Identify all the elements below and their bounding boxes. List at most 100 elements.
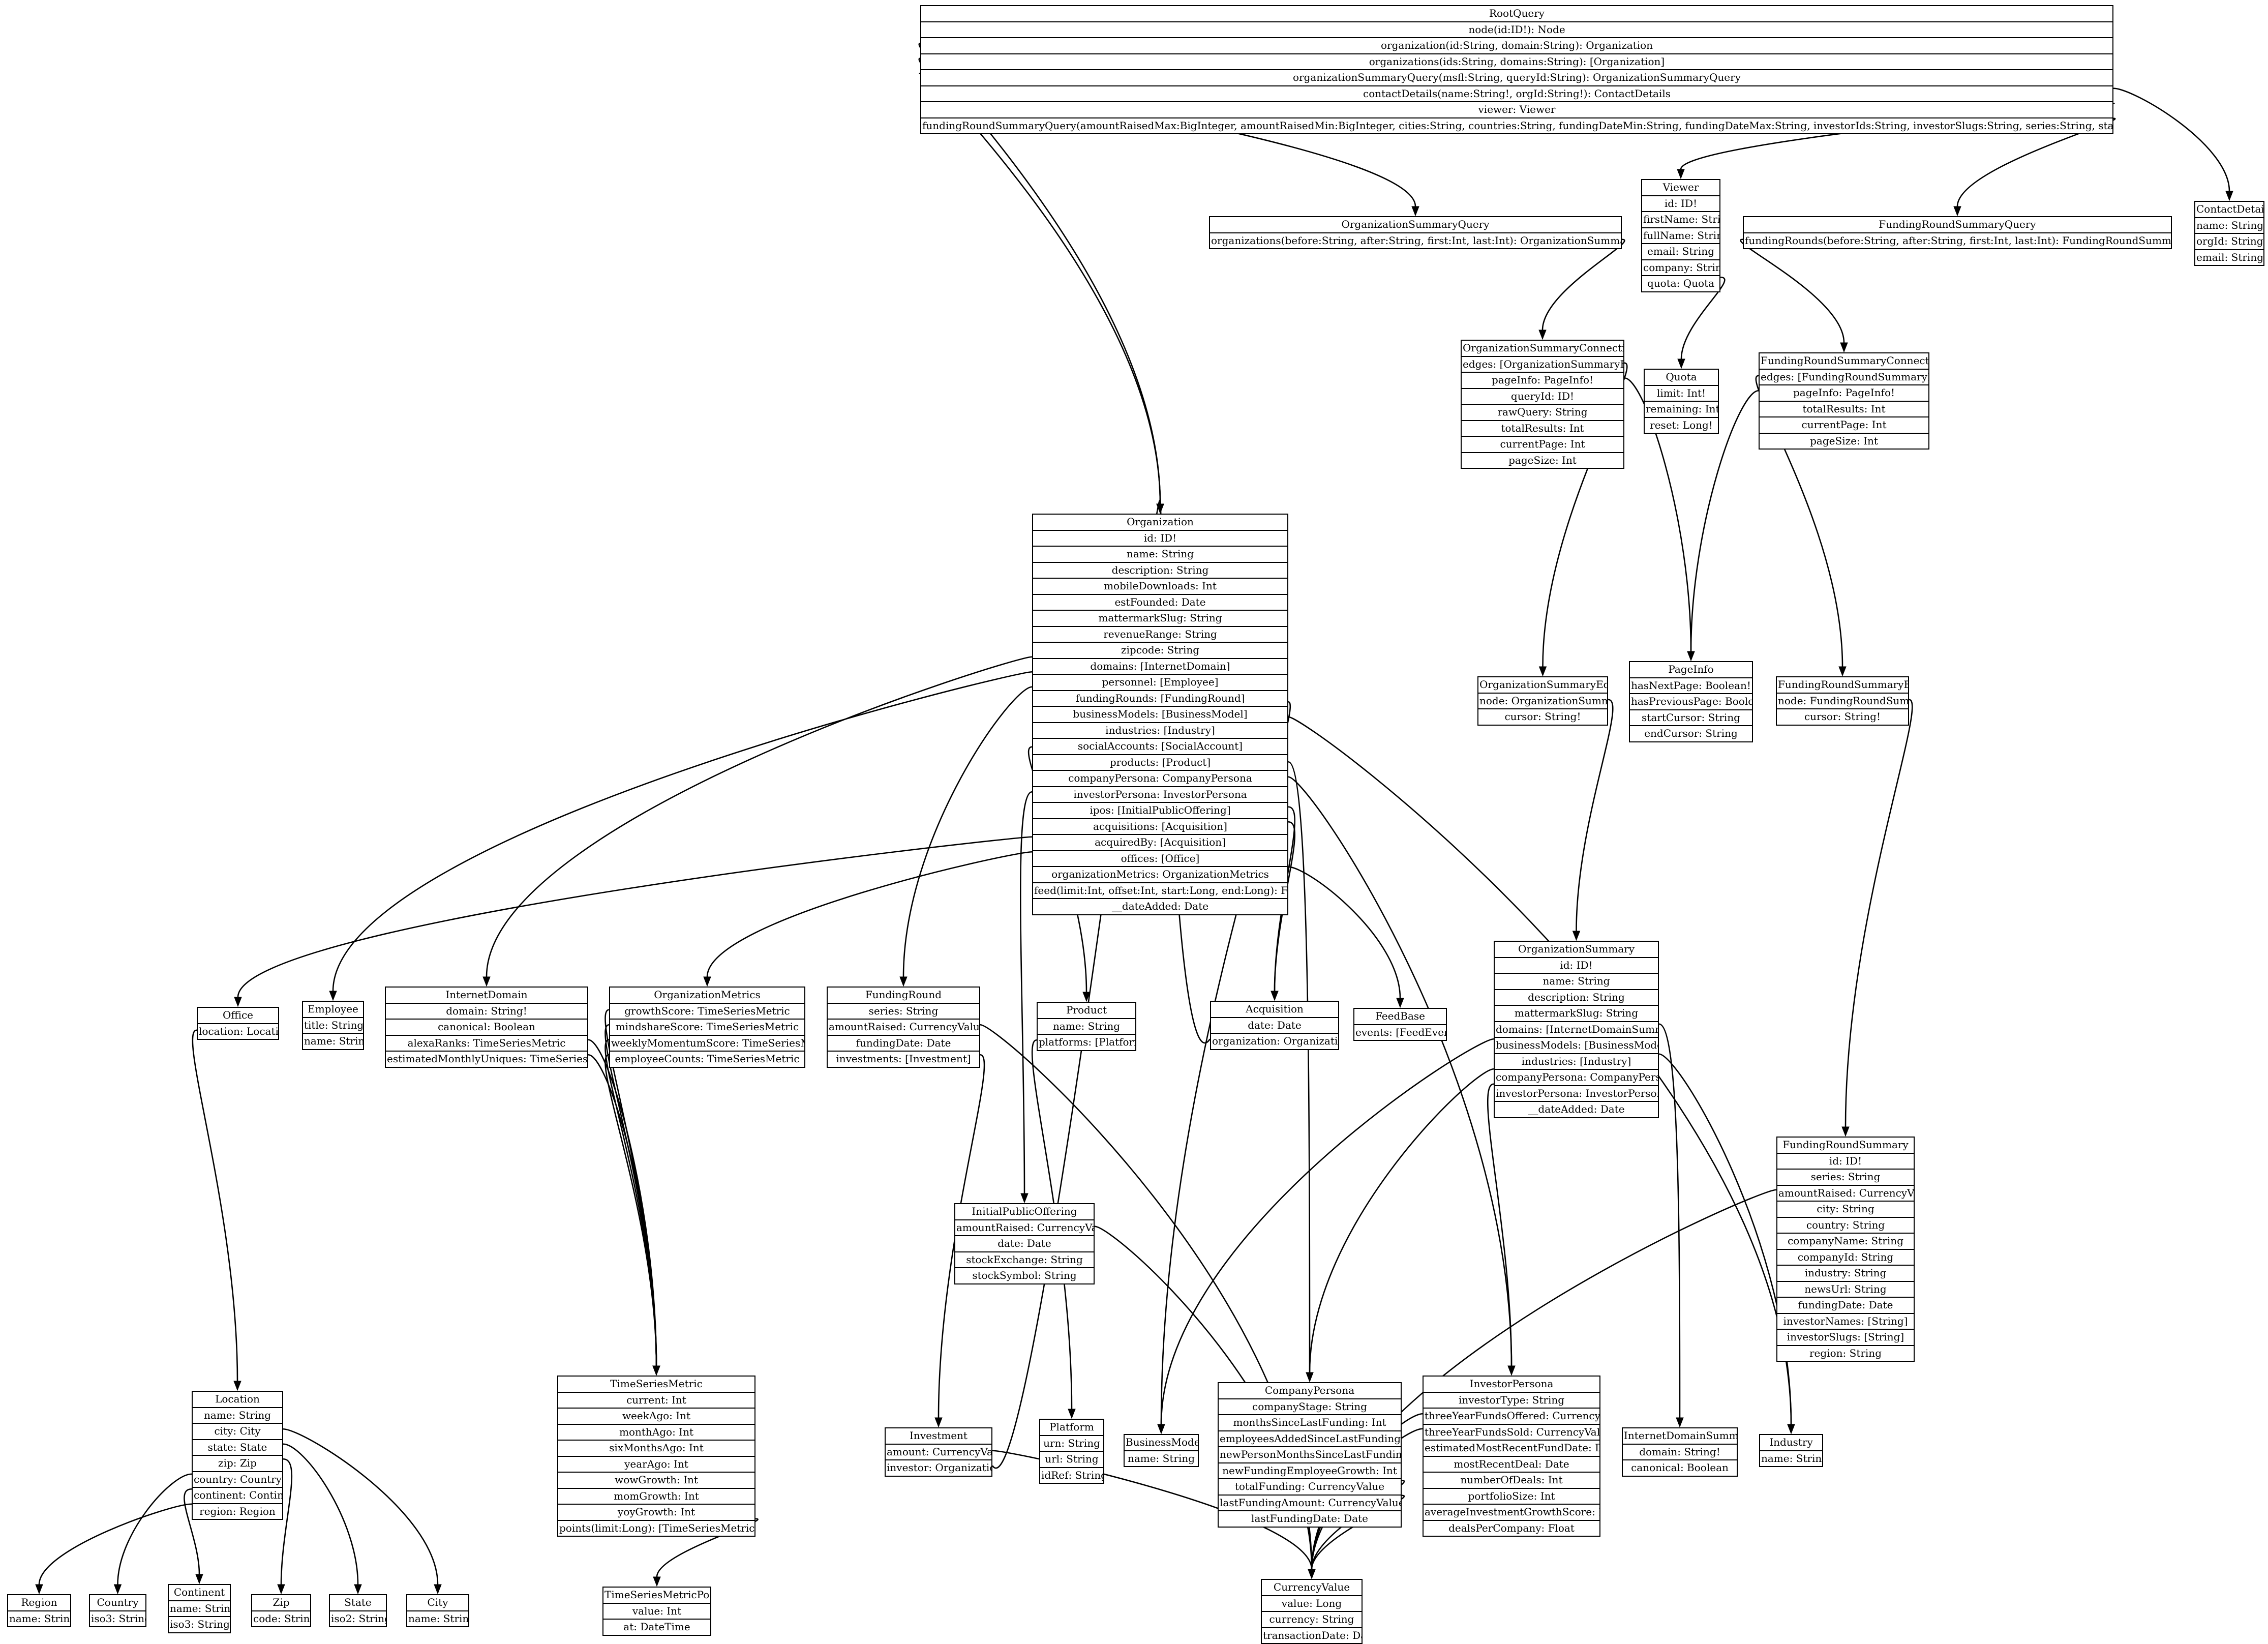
field-row: urn: String (1040, 1434, 1103, 1451)
field-row: monthsSinceLastFunding: Int (1219, 1414, 1401, 1430)
field-row: socialAccounts: [SocialAccount] (1033, 738, 1287, 754)
arrowhead-icon (434, 1584, 442, 1595)
field-row: at: DateTime (603, 1619, 710, 1635)
node-title: State (344, 1596, 372, 1608)
edge-line (332, 671, 1033, 992)
field-row: threeYearFundsOffered: CurrencyValue (1424, 1408, 1599, 1424)
arrowhead-icon (277, 1584, 285, 1595)
arrowhead-icon (1396, 998, 1404, 1008)
field-row: date: Date (1211, 1017, 1338, 1033)
node-title: Investment (910, 1429, 967, 1442)
node-title: Continent (173, 1586, 225, 1598)
edge-line (656, 1518, 759, 1577)
arrowhead-icon (1020, 1193, 1029, 1204)
edge-line (1658, 1023, 1681, 1418)
node-title: FundingRoundSummaryConnection (1761, 354, 1928, 367)
field-row: name: String (2195, 217, 2263, 233)
field-row: fundingDate: Date (828, 1034, 979, 1051)
arrowhead-icon (1572, 931, 1581, 941)
edge-line (938, 1054, 985, 1418)
edge-line (1487, 1083, 1513, 1366)
node-title: BusinessModel (1126, 1436, 1198, 1448)
arrowhead-icon (1411, 206, 1419, 217)
edge-line (604, 1039, 657, 1366)
field-row: name: String (1033, 546, 1287, 562)
field-row: value: Int (603, 1602, 710, 1619)
field-row: series: String (828, 1002, 979, 1019)
field-row: continent: Continent (193, 1487, 282, 1503)
field-row: companyStage: String (1219, 1398, 1401, 1415)
arrowhead-icon (1953, 206, 1961, 217)
node-title: Country (97, 1596, 139, 1608)
field-row: personnel: [Employee] (1033, 674, 1287, 690)
field-row: cursor: String! (1777, 708, 1908, 725)
field-row: name: String (169, 1600, 230, 1617)
field-row: newPersonMonthsSinceLastFunding: Int (1219, 1446, 1401, 1462)
node-title: Acquisition (1246, 1003, 1304, 1015)
field-row: offices: [Office] (1033, 850, 1287, 866)
node-title: Location (215, 1393, 260, 1405)
node-title: Viewer (1662, 181, 1699, 193)
node-title: FundingRoundSummary (1782, 1139, 1909, 1151)
edge-line (588, 1054, 657, 1366)
field-row: queryId: ID! (1462, 387, 1623, 404)
field-row: fundingRoundSummaryQuery(amountRaisedMax… (921, 117, 2112, 134)
field-row: currency: String (1262, 1611, 1362, 1627)
field-row: mobileDownloads: Int (1033, 578, 1287, 594)
field-row: hasPreviousPage: Boolean! (1630, 693, 1752, 709)
arrowhead-icon (1677, 169, 1685, 180)
edge-line (1019, 791, 1033, 1194)
arrowhead-icon (35, 1584, 43, 1595)
field-row: yearAgo: Int (558, 1455, 754, 1472)
field-row: investorPersona: InvestorPersona (1033, 786, 1287, 802)
field-row: cursor: String! (1478, 708, 1607, 725)
node-title: FeedBase (1375, 1010, 1425, 1022)
field-row: weeklyMomentumScore: TimeSeriesMetric (610, 1034, 804, 1051)
field-row: investments: [Investment] (828, 1051, 979, 1067)
field-row: endCursor: String (1630, 725, 1752, 741)
field-row: growthScore: TimeSeriesMetric (610, 1002, 804, 1019)
field-row: quota: Quota (1642, 275, 1719, 291)
field-row: currentPage: Int (1462, 436, 1623, 452)
field-row: name: String (407, 1610, 468, 1627)
arrowhead-icon (1308, 1569, 1316, 1579)
field-row: email: String (2195, 249, 2263, 265)
field-row: edges: [FundingRoundSummaryEdge] (1760, 368, 1928, 385)
field-row: state: State (193, 1439, 282, 1455)
field-row: currentPage: Int (1760, 416, 1928, 433)
field-row: domain: String! (1623, 1443, 1737, 1460)
field-row: organization: Organization (1211, 1033, 1338, 1049)
node-internet-domain-summary: InternetDomainSummarydomain: String!cano… (1622, 1427, 1738, 1477)
field-row: estimatedMonthlyUniques: TimeSeriesMetri… (386, 1051, 587, 1067)
edge-line (1274, 821, 1295, 992)
field-row: totalResults: Int (1760, 400, 1928, 417)
field-row: alexaRanks: TimeSeriesMetric (386, 1034, 587, 1051)
field-row: stockExchange: String (955, 1251, 1094, 1268)
field-row: limit: Int! (1645, 384, 1718, 401)
field-row: name: String (303, 1033, 363, 1049)
field-row: mattermarkSlug: String (1495, 1005, 1658, 1021)
field-row: totalResults: Int (1462, 420, 1623, 436)
field-row: id: ID! (1495, 956, 1658, 973)
field-row: date: Date (955, 1235, 1094, 1251)
field-row: name: String (1038, 1018, 1135, 1034)
field-row: reset: Long! (1645, 416, 1718, 433)
field-row: idRef: String (1040, 1467, 1103, 1483)
edge-line (1680, 276, 1726, 360)
field-row: series: String (1777, 1169, 1914, 1185)
arrowhead-icon (113, 1584, 122, 1595)
node-title: InternetDomainSummary (1624, 1429, 1737, 1442)
edge-line (192, 1029, 238, 1382)
